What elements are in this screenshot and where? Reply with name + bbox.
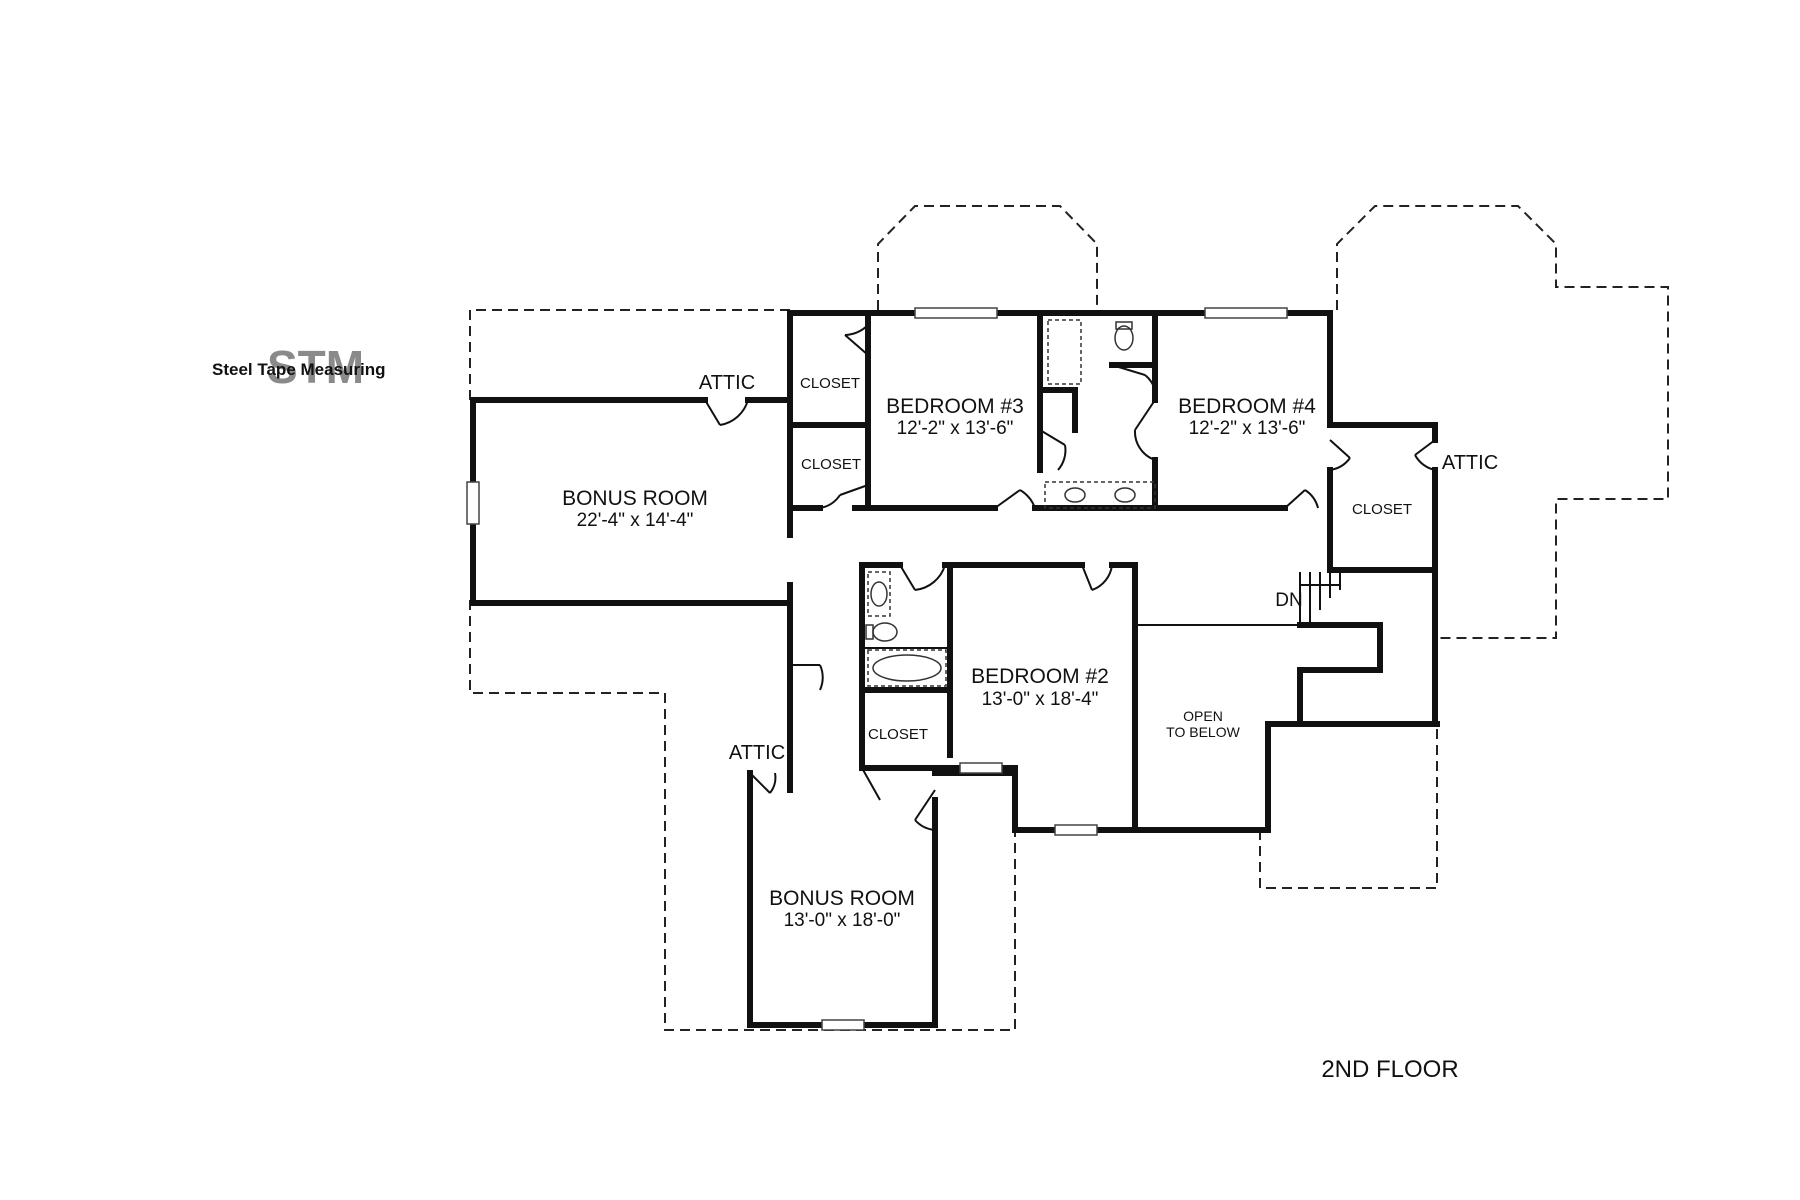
room-labels: BONUS ROOM 22'-4" x 14'-4" BEDROOM #3 12… bbox=[562, 395, 1316, 931]
logo-mark: STM bbox=[267, 341, 364, 393]
attic-labels: ATTIC ATTIC ATTIC bbox=[699, 372, 1498, 764]
fixtures bbox=[865, 319, 1156, 687]
thin-lines bbox=[862, 600, 1301, 718]
floor-title: 2ND FLOOR bbox=[1321, 1056, 1458, 1083]
bedroom-2-name: BEDROOM #2 bbox=[971, 665, 1109, 688]
bonus-room-south-size: 13'-0" x 18'-0" bbox=[784, 910, 901, 931]
bedroom-3-name: BEDROOM #3 bbox=[886, 395, 1024, 418]
attic-north-west-label: ATTIC bbox=[699, 372, 755, 394]
closet-middle-left-label: CLOSET bbox=[801, 456, 861, 473]
bedroom-3-size: 12'-2" x 13'-6" bbox=[897, 418, 1014, 439]
closet-upper-left-label: CLOSET bbox=[800, 375, 860, 392]
closet-bedroom-2-label: CLOSET bbox=[868, 726, 928, 743]
walls bbox=[470, 310, 1440, 1028]
closet-labels: CLOSET CLOSET CLOSET CLOSET bbox=[800, 375, 1412, 743]
stairs bbox=[1299, 572, 1341, 625]
windows bbox=[466, 307, 1288, 1031]
logo-company-name: Steel Tape Measuring bbox=[212, 360, 386, 379]
bedroom-2-size: 13'-0" x 18'-4" bbox=[982, 689, 1099, 710]
closet-east-label: CLOSET bbox=[1352, 501, 1412, 518]
bonus-room-south-name: BONUS ROOM bbox=[769, 887, 915, 910]
company-logo: STM Steel Tape Measuring bbox=[212, 341, 386, 393]
roof-outlines bbox=[469, 205, 1669, 1031]
bedroom-4-size: 12'-2" x 13'-6" bbox=[1189, 418, 1306, 439]
attic-east-label: ATTIC bbox=[1442, 452, 1498, 474]
stairs-down-label: DN bbox=[1275, 590, 1302, 611]
bonus-room-west-name: BONUS ROOM bbox=[562, 487, 708, 510]
open-to-below-line2: TO BELOW bbox=[1166, 724, 1240, 740]
doors bbox=[704, 324, 1436, 831]
bedroom-4-name: BEDROOM #4 bbox=[1178, 395, 1316, 418]
misc-labels: OPEN TO BELOW DN bbox=[1166, 590, 1303, 740]
open-to-below-line1: OPEN bbox=[1183, 708, 1223, 724]
bonus-room-west-size: 22'-4" x 14'-4" bbox=[577, 510, 694, 531]
attic-south-label: ATTIC bbox=[729, 742, 785, 764]
